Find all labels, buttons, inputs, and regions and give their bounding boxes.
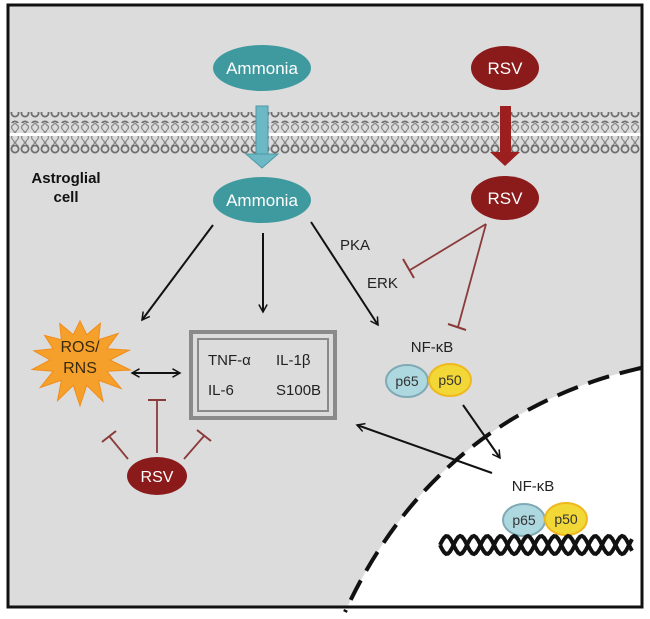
erk-label: ERK xyxy=(367,275,398,292)
arrow-ammonia-to-nfkb xyxy=(310,221,379,327)
p65-nucleus-label: p65 xyxy=(512,512,536,528)
ammonia-transport-arrow xyxy=(244,105,280,169)
dna-strand-1 xyxy=(438,533,634,557)
p65-subunit-cytoplasm: p65 xyxy=(385,364,429,398)
rsv-cytoplasm-bottom: RSV xyxy=(127,457,187,495)
cytokine-s100b: S100B xyxy=(276,382,321,399)
rsv-extracellular-label: RSV xyxy=(488,59,524,78)
p50-nucleus-label: p50 xyxy=(554,511,578,527)
cell-type-label-line1: Astroglial xyxy=(31,170,100,187)
rsv-inhibits-nfkb xyxy=(447,223,487,331)
cell-type-label-line2: cell xyxy=(53,189,78,206)
p50-label: p50 xyxy=(438,372,462,388)
cytokine-box: TNF-α IL-1β IL-6 S100B xyxy=(189,330,337,420)
rsv-extracellular: RSV xyxy=(471,46,539,90)
ammonia-intracellular: Ammonia xyxy=(213,177,311,223)
cytokine-tnf-alpha: TNF-α xyxy=(208,352,251,369)
rsv-inhibits-ros-cytokines xyxy=(101,399,212,460)
cytokine-il-1beta: IL-1β xyxy=(276,352,311,369)
ammonia-extracellular: Ammonia xyxy=(213,45,311,91)
ammonia-extracellular-label: Ammonia xyxy=(226,59,298,78)
nfkb-cytoplasm-label: NF-κB xyxy=(411,339,454,356)
p50-subunit-nucleus: p50 xyxy=(544,502,588,536)
ammonia-intracellular-label: Ammonia xyxy=(226,191,298,210)
rsv-intracellular-label: RSV xyxy=(488,189,524,208)
ros-label: ROS/ xyxy=(60,339,100,356)
rsv-transport-arrow xyxy=(490,106,520,166)
cell-border xyxy=(6,3,644,609)
p50-subunit-cytoplasm: p50 xyxy=(428,363,472,397)
rsv-inhibits-erk xyxy=(402,223,487,279)
dna-strand-2 xyxy=(438,533,634,557)
nuclear-membrane xyxy=(343,366,642,613)
rsv-bottom-label: RSV xyxy=(141,469,174,486)
ros-rns-burst: ROS/ RNS xyxy=(30,319,133,408)
cell-membrane xyxy=(9,112,641,156)
dna-double-helix xyxy=(438,533,634,557)
nfkb-nucleus-label: NF-κB xyxy=(512,478,555,495)
p65-label: p65 xyxy=(395,373,419,389)
arrow-ammonia-to-ros xyxy=(141,224,214,322)
pka-label: PKA xyxy=(340,237,370,254)
cytokine-il-6: IL-6 xyxy=(208,382,234,399)
arrow-nfkb-to-cytokines xyxy=(355,422,493,474)
arrow-nfkb-nuclear-translocation xyxy=(462,404,501,460)
rsv-intracellular: RSV xyxy=(471,176,539,220)
p65-subunit-nucleus: p65 xyxy=(502,503,546,537)
rns-label: RNS xyxy=(63,360,97,377)
